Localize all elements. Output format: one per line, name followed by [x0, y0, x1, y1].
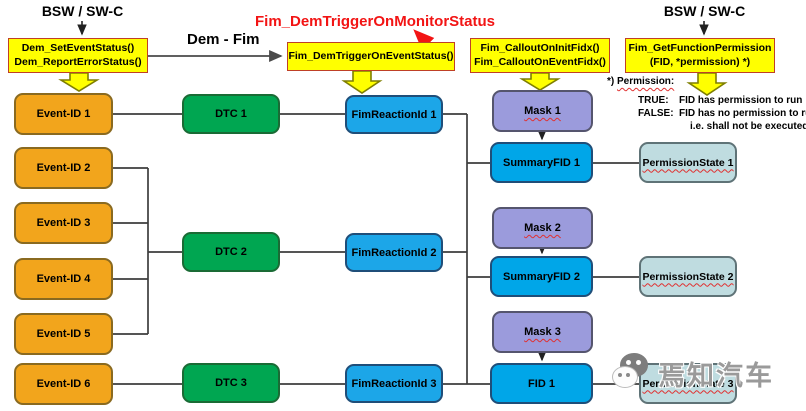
- node-dtc-1: DTC 1: [182, 94, 280, 134]
- permission-true-label: TRUE:: [638, 95, 669, 106]
- api-fim-trigger-line1: Fim_DemTriggerOnEventStatus(): [288, 49, 454, 62]
- node-dtc-3: DTC 3: [182, 363, 280, 403]
- permission-true-text: FID has permission to run: [679, 95, 803, 106]
- node-mask-3: Mask 3: [492, 311, 593, 353]
- node-event-id-3: Event-ID 3: [14, 202, 113, 244]
- node-event-id-1: Event-ID 1: [14, 93, 113, 135]
- permission-note-word: Permission:: [617, 76, 675, 87]
- node-fimreactionid-3: FimReactionId 3: [345, 364, 443, 403]
- api-dem-line2: Dem_ReportErrorStatus(): [14, 55, 142, 68]
- header-bsw-right: BSW / SW-C: [663, 3, 746, 19]
- block-arrow-dem: [58, 72, 100, 92]
- mask-2-label: Mask 2: [524, 222, 561, 234]
- node-permissionstate-3: PermissionState 3: [639, 363, 737, 404]
- label-dem-fim: Dem - Fim: [187, 31, 260, 48]
- watermark: 焉知汽车: [612, 353, 774, 393]
- block-arrow-fim-trigger: [341, 70, 383, 94]
- block-arrows: [58, 70, 728, 96]
- mask-3-label: Mask 3: [524, 326, 561, 338]
- api-callout-line1: Fim_CalloutOnInitFidx(): [480, 41, 600, 54]
- permission-false-text2: i.e. shall not be executed: [690, 121, 806, 132]
- permissionstate-1-label: PermissionState 1: [642, 156, 734, 169]
- permissionstate-2-label: PermissionState 2: [642, 270, 734, 283]
- node-event-id-6: Event-ID 6: [14, 363, 113, 405]
- node-event-id-5: Event-ID 5: [14, 313, 113, 355]
- permission-note-title: *) Permission:: [607, 76, 674, 87]
- annotation-monitor-status: Fim_DemTriggerOnMonitorStatus: [255, 13, 496, 30]
- node-permissionstate-1: PermissionState 1: [639, 142, 737, 183]
- connector-lines: [113, 113, 639, 385]
- wechat-icon: [612, 353, 656, 393]
- header-bsw-left: BSW / SW-C: [41, 3, 124, 19]
- node-summaryfid-2: SummaryFID 2: [490, 256, 593, 297]
- permissionstate-3-label: PermissionState 3: [642, 377, 734, 390]
- node-dtc-2: DTC 2: [182, 232, 280, 272]
- api-box-dem: Dem_SetEventStatus() Dem_ReportErrorStat…: [8, 38, 148, 73]
- permission-false-label: FALSE:: [638, 108, 674, 119]
- api-getperm-line2: (FID, *permission) *): [649, 55, 751, 68]
- node-event-id-4: Event-ID 4: [14, 258, 113, 300]
- node-fimreactionid-2: FimReactionId 2: [345, 233, 443, 272]
- api-dem-line1: Dem_SetEventStatus(): [21, 41, 135, 54]
- watermark-text: 焉知汽车: [658, 360, 774, 392]
- api-box-fim-callout: Fim_CalloutOnInitFidx() Fim_CalloutOnEve…: [470, 38, 610, 73]
- permission-note-star: *): [607, 76, 617, 87]
- node-mask-2: Mask 2: [492, 207, 593, 249]
- node-event-id-2: Event-ID 2: [14, 147, 113, 189]
- api-box-fim-getpermission: Fim_GetFunctionPermission (FID, *permiss…: [625, 38, 775, 73]
- node-permissionstate-2: PermissionState 2: [639, 256, 737, 297]
- node-fid-1: FID 1: [490, 363, 593, 404]
- node-mask-1: Mask 1: [492, 90, 593, 132]
- block-arrow-callout: [519, 72, 561, 91]
- node-fimreactionid-1: FimReactionId 1: [345, 95, 443, 134]
- api-box-fim-trigger: Fim_DemTriggerOnEventStatus(): [287, 42, 455, 71]
- permission-false-text: FID has no permission to run,: [679, 108, 806, 119]
- node-summaryfid-1: SummaryFID 1: [490, 142, 593, 183]
- block-arrow-getpermission: [686, 72, 728, 96]
- api-callout-line2: Fim_CalloutOnEventFidx(): [474, 55, 606, 68]
- api-getperm-line1: Fim_GetFunctionPermission: [628, 41, 772, 54]
- mask-1-label: Mask 1: [524, 105, 561, 117]
